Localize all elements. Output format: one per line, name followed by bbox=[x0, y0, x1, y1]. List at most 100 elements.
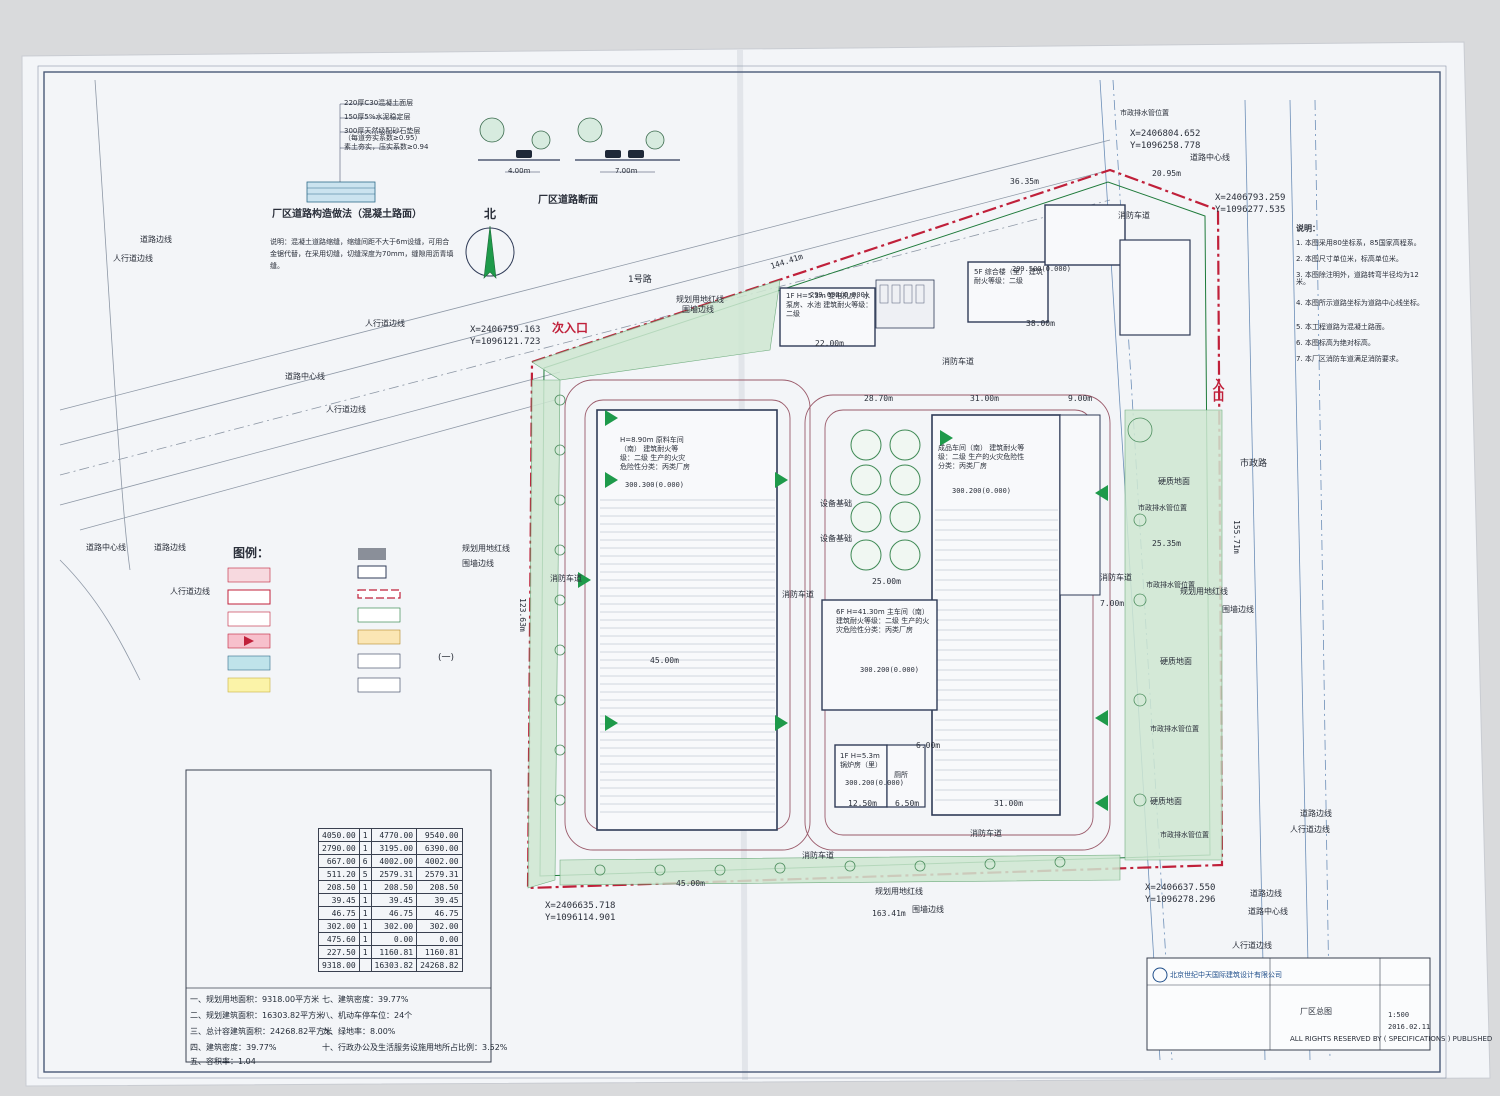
stats-cell: 4770.00 bbox=[370, 828, 418, 842]
north-label: 北 bbox=[484, 207, 497, 221]
notes-title: 说明： bbox=[1296, 224, 1320, 233]
stats-cell: 1 bbox=[358, 893, 372, 907]
fire-lane-label-7: 消防车道 bbox=[1118, 211, 1150, 220]
dim-25: 25.00m bbox=[872, 577, 901, 586]
stats-cell: 511.20 bbox=[318, 867, 360, 881]
fence-label-3: 围墙边线 bbox=[1222, 605, 1254, 614]
road-center-label-3: 道路中心线 bbox=[1190, 153, 1230, 162]
equip-base-1: 设备基础 bbox=[820, 499, 852, 508]
summary-1: 一、规划用地面积：9318.00平方米 bbox=[190, 995, 320, 1004]
layer-2: 150厚5%水泥稳定层 bbox=[344, 113, 411, 121]
stats-cell: 302.00 bbox=[318, 919, 360, 933]
summary-10: 十、行政办公及生活服务设施用地所占比例：3.52% bbox=[322, 1043, 508, 1052]
sidewalk-label-6: 人行道边线 bbox=[1232, 941, 1272, 950]
building-office-elev: 299.500(0.000) bbox=[1012, 265, 1072, 273]
fire-lane-label-1: 消防车道 bbox=[550, 574, 582, 583]
sidewalk-label-4: 人行道边线 bbox=[170, 587, 210, 596]
dim-123: 123.63m bbox=[518, 598, 527, 632]
main-entrance-label: 入口 bbox=[1211, 378, 1225, 402]
stats-cell: 6 bbox=[358, 854, 372, 868]
road-section-figure bbox=[478, 117, 680, 173]
legend-swatches bbox=[227, 548, 401, 693]
building-raw-material bbox=[596, 409, 778, 831]
gate-mark: (一) bbox=[438, 653, 455, 663]
stats-cell: 667.00 bbox=[318, 854, 360, 868]
building-boiler-label: 1F H=5.3m 锅炉房（里） bbox=[840, 752, 882, 769]
stats-cell: 208.50 bbox=[370, 880, 418, 894]
stats-cell: 4050.00 bbox=[318, 828, 360, 842]
building-finished-elev: 300.200(0.000) bbox=[952, 487, 1012, 495]
dim-25-35: 25.35m bbox=[1152, 539, 1181, 548]
stats-cell: 227.50 bbox=[318, 945, 360, 959]
equipment-foundations bbox=[850, 429, 921, 571]
water-pos-1: 市政排水管位置 bbox=[1138, 504, 1187, 512]
perimeter-trees bbox=[554, 394, 1153, 876]
dim-6-5: 6.50m bbox=[895, 799, 920, 808]
stats-cell bbox=[358, 958, 372, 972]
dim-31b: 31.00m bbox=[994, 799, 1023, 808]
drawing-frame bbox=[43, 71, 1441, 1073]
stats-cell: 1 bbox=[358, 932, 372, 946]
stats-cell: 46.75 bbox=[318, 906, 360, 920]
building-power-elev: 299.600(0.000) bbox=[810, 291, 870, 299]
fence-label-4: 围墙边线 bbox=[912, 905, 944, 914]
summary-7: 七、建筑密度：39.77% bbox=[322, 995, 409, 1004]
stats-cell: 16303.82 bbox=[370, 958, 418, 972]
stats-cell: 2790.00 bbox=[318, 841, 360, 855]
stats-cell: 475.60 bbox=[318, 932, 360, 946]
pavement-layers-figure bbox=[306, 103, 400, 203]
title-drawing: 厂区总图 bbox=[1300, 1007, 1332, 1016]
road-1 bbox=[59, 139, 1111, 531]
stats-cell: 302.00 bbox=[416, 919, 463, 933]
building-finished-goods bbox=[931, 414, 1101, 816]
stats-cell: 46.75 bbox=[416, 906, 463, 920]
title-date: 2016.02.11 bbox=[1388, 1023, 1431, 1031]
building-power-label: 1F H=5.3m 变电机房、水泵房、水池 建筑耐火等级：二级 bbox=[786, 292, 873, 318]
stats-cell: 208.50 bbox=[318, 880, 360, 894]
redline-label-1: 规划用地红线 bbox=[676, 295, 724, 304]
stats-cell: 1160.81 bbox=[416, 945, 463, 959]
stats-cell: 9540.00 bbox=[416, 828, 463, 842]
entry-markers bbox=[578, 410, 1108, 811]
water-pos-5: 市政排水管位置 bbox=[1120, 109, 1169, 117]
water-pos-4: 市政排水管位置 bbox=[1160, 831, 1209, 839]
building-office bbox=[967, 204, 1191, 336]
road-edge-label-2: 道路边线 bbox=[154, 543, 186, 552]
dim-36: 36.35m bbox=[1010, 177, 1039, 186]
hard-ground-1: 硬质地面 bbox=[1158, 477, 1190, 486]
road-center-label-4: 道路中心线 bbox=[1248, 907, 1288, 916]
fence-label-2: 围墙边线 bbox=[462, 559, 494, 568]
building-main-workshop bbox=[821, 599, 938, 711]
green-belt bbox=[527, 279, 1223, 889]
north-arrow-icon bbox=[465, 225, 515, 279]
layer-1: 220厚C30混凝土面层 bbox=[344, 99, 414, 107]
fire-lane-label-6: 消防车道 bbox=[970, 829, 1002, 838]
road-center-label-1: 道路中心线 bbox=[285, 372, 325, 381]
redline-label-3: 规划用地红线 bbox=[1180, 587, 1228, 596]
coord-n: X=2406804.652 Y=1096258.778 bbox=[1130, 129, 1201, 151]
title-company: 北京世纪中天国际建筑设计有限公司 bbox=[1170, 971, 1282, 979]
stats-cell: 1 bbox=[358, 828, 372, 842]
stats-cell: 1 bbox=[358, 945, 372, 959]
building-raw-elev: 300.300(0.000) bbox=[625, 481, 685, 489]
coord-ne: X=2406793.259 Y=1096277.535 bbox=[1215, 193, 1286, 215]
dim-22: 22.00m bbox=[815, 339, 844, 348]
sidewalk-label-1: 人行道边线 bbox=[113, 254, 153, 263]
stats-cell: 0.00 bbox=[416, 932, 463, 946]
note-7: 7. 本厂区消防车道满足消防要求。 bbox=[1296, 355, 1403, 363]
sidewalk-label-3: 人行道边线 bbox=[326, 405, 366, 414]
sidewalk-label-2: 人行道边线 bbox=[365, 319, 405, 328]
outer-frame bbox=[37, 65, 1447, 1079]
road-section-title: 厂区道路断面 bbox=[538, 195, 598, 206]
dim-155: 155.71m bbox=[1232, 520, 1241, 554]
stats-cell: 1160.81 bbox=[370, 945, 418, 959]
note-5: 5. 本工程道路为混凝土路面。 bbox=[1296, 323, 1389, 331]
